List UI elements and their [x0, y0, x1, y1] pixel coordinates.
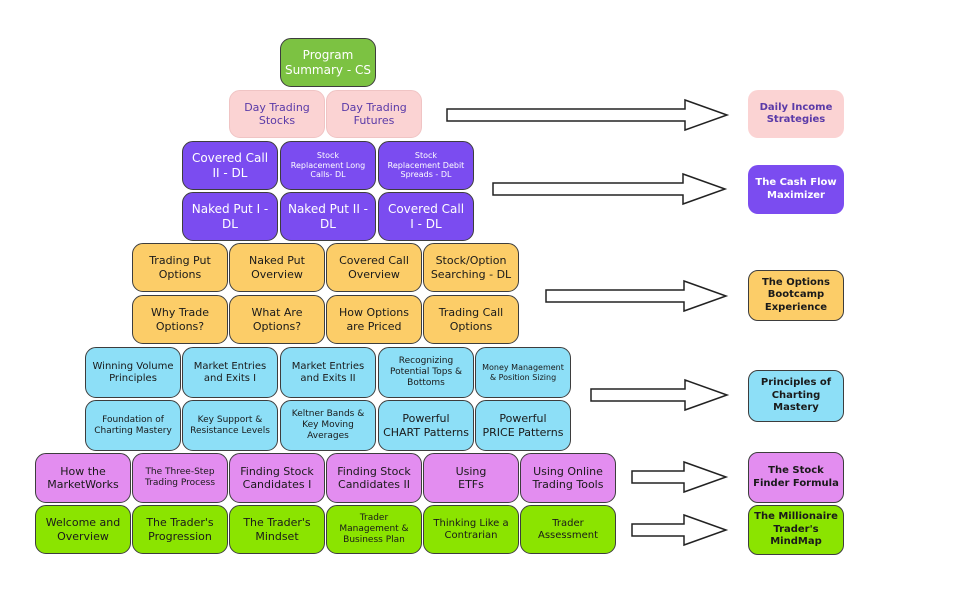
trading-put-options-box: Trading Put Options — [132, 243, 228, 292]
trader-assessment-box: Trader Assessment — [520, 505, 616, 554]
naked-put-i-box: Naked Put I - DL — [182, 192, 278, 241]
welcome-overview-box: Welcome and Overview — [35, 505, 131, 554]
winning-volume-principles-box: Winning Volume Principles — [85, 347, 181, 398]
covered-call-ii-box: Covered Call II - DL — [182, 141, 278, 190]
naked-put-ii-box: Naked Put II - DL — [280, 192, 376, 241]
thinking-like-contrarian-box: Thinking Like a Contrarian — [423, 505, 519, 554]
arrow-options-bootcamp — [545, 279, 729, 313]
finding-stock-candidates-ii-box: Finding Stock Candidates II — [326, 453, 422, 503]
powerful-chart-patterns-box: Powerful CHART Patterns — [378, 400, 474, 451]
arrow-cash-flow — [492, 172, 728, 206]
recognizing-tops-bottoms-box: Recognizing Potential Tops & Bottoms — [378, 347, 474, 398]
what-are-options-box: What Are Options? — [229, 295, 325, 344]
using-online-trading-tools-box: Using Online Trading Tools — [520, 453, 616, 503]
traders-mindset-box: The Trader's Mindset — [229, 505, 325, 554]
why-trade-options-box: Why Trade Options? — [132, 295, 228, 344]
stock-replacement-debit-spreads-box: Stock Replacement Debit Spreads - DL — [378, 141, 474, 190]
powerful-price-patterns-box: Powerful PRICE Patterns — [475, 400, 571, 451]
arrow-stock-finder — [631, 460, 729, 494]
market-entries-exits-i-box: Market Entries and Exits I — [182, 347, 278, 398]
day-trading-stocks-box: Day Trading Stocks — [229, 90, 325, 138]
covered-call-i-box: Covered Call I - DL — [378, 192, 474, 241]
money-management-box: Money Management & Position Sizing — [475, 347, 571, 398]
traders-progression-box: The Trader's Progression — [132, 505, 228, 554]
using-etfs-box: Using ETFs — [423, 453, 519, 503]
day-trading-futures-box: Day Trading Futures — [326, 90, 422, 138]
daily-income-strategies-box: Daily Income Strategies — [748, 90, 844, 138]
how-options-are-priced-box: How Options are Priced — [326, 295, 422, 344]
trading-call-options-box: Trading Call Options — [423, 295, 519, 344]
covered-call-overview-box: Covered Call Overview — [326, 243, 422, 292]
cash-flow-maximizer-box: The Cash Flow Maximizer — [748, 165, 844, 214]
foundation-charting-mastery-box: Foundation of Charting Mastery — [85, 400, 181, 451]
keltner-bands-box: Keltner Bands & Key Moving Averages — [280, 400, 376, 451]
how-the-market-works-box: How the MarketWorks — [35, 453, 131, 503]
arrow-daily-income — [446, 98, 730, 132]
program-summary-box: Program Summary - CS — [280, 38, 376, 87]
stock-replacement-long-calls-box: Stock Replacement Long Calls- DL — [280, 141, 376, 190]
stock-finder-formula-box: The Stock Finder Formula — [748, 452, 844, 503]
trader-management-business-plan-box: Trader Management & Business Plan — [326, 505, 422, 554]
key-support-resistance-box: Key Support & Resistance Levels — [182, 400, 278, 451]
market-entries-exits-ii-box: Market Entries and Exits II — [280, 347, 376, 398]
three-step-trading-process-box: The Three-Step Trading Process — [132, 453, 228, 503]
options-bootcamp-experience-box: The Options Bootcamp Experience — [748, 270, 844, 321]
finding-stock-candidates-i-box: Finding Stock Candidates I — [229, 453, 325, 503]
arrow-charting-mastery — [590, 378, 730, 412]
naked-put-overview-box: Naked Put Overview — [229, 243, 325, 292]
millionaire-traders-mindmap-box: The Millionaire Trader's MindMap — [748, 505, 844, 555]
arrow-millionaire-mindmap — [631, 513, 729, 547]
stock-option-searching-box: Stock/Option Searching - DL — [423, 243, 519, 292]
principles-charting-mastery-box: Principles of Charting Mastery — [748, 370, 844, 422]
